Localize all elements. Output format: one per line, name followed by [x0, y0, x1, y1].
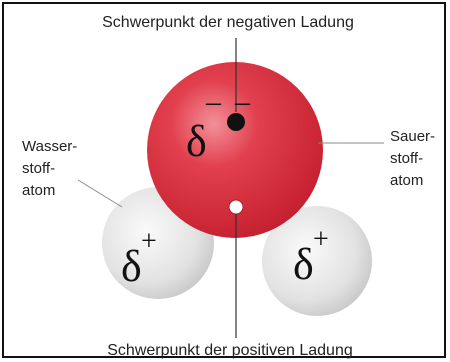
negative-charge-center [227, 113, 245, 131]
minus-sign-right: – [234, 85, 251, 118]
diagram-frame [2, 2, 446, 358]
delta-plus-symbol-left: δ [121, 242, 142, 291]
hydrogen-atom-right [262, 206, 372, 316]
left-leader-line [77, 179, 123, 208]
oxygen-label-line-2: stoff- [390, 150, 423, 167]
hydrogen-label-line-3: atom [22, 182, 55, 199]
delta-plus-symbol-right: δ [293, 240, 314, 289]
oxygen-atom [147, 62, 323, 238]
oxygen-label-line-1: Sauer- [390, 128, 435, 145]
minus-sign-left: – [205, 85, 222, 118]
hydrogen-label-line-2: stoff- [22, 160, 55, 177]
positive-charge-center [228, 199, 244, 215]
plus-sign-right: + [313, 224, 329, 255]
positive-charge-label: Schwerpunkt der positiven Ladung [107, 342, 353, 359]
plus-sign-left: + [141, 226, 157, 257]
hydrogen-label-line-1: Wasser- [22, 138, 77, 155]
negative-charge-label: Schwerpunkt der negativen Ladung [102, 14, 354, 31]
delta-minus-symbol: δ [186, 117, 207, 166]
oxygen-label-line-3: atom [390, 172, 423, 189]
